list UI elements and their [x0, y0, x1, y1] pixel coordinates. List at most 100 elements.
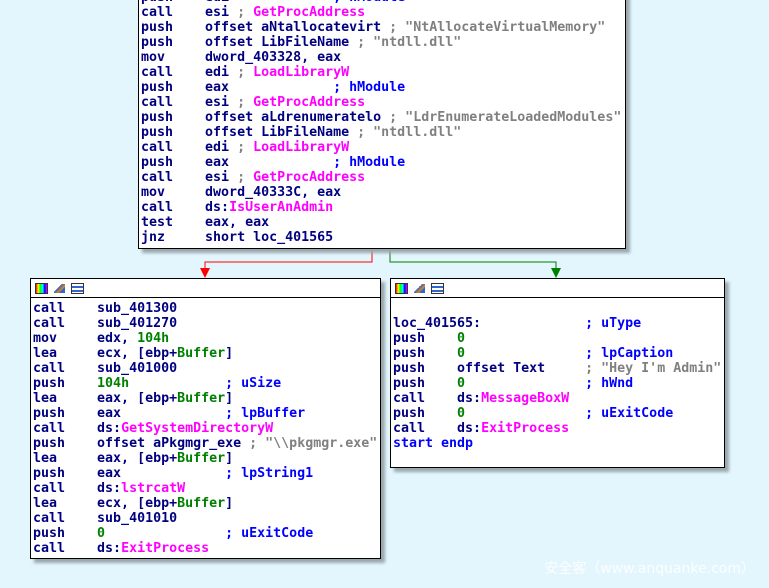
asm-token-ins: call ds:: [393, 391, 482, 406]
asm-line[interactable]: call ds:lstrcatW: [33, 481, 380, 496]
asm-line[interactable]: call sub_401300: [33, 301, 380, 316]
asm-line[interactable]: push eax ; lpBuffer: [33, 406, 380, 421]
asm-line[interactable]: push offset aNtallocatevirt ; "NtAllocat…: [141, 20, 625, 35]
asm-line[interactable]: call edi ; LoadLibraryW: [141, 65, 625, 80]
asm-token-ins: call ds:: [141, 200, 230, 215]
asm-token-ins: call esi: [141, 95, 238, 110]
asm-token-num: 0: [97, 526, 106, 541]
asm-line[interactable]: push 0 ; hWnd: [393, 376, 724, 391]
asm-token-cmt: ; uType: [481, 316, 642, 331]
asm-line[interactable]: call sub_401270: [33, 316, 380, 331]
asm-line[interactable]: lea ecx, [ebp+Buffer]: [33, 346, 380, 361]
group-nodes-icon[interactable]: [431, 282, 444, 294]
asm-token-ins: test eax, eax: [141, 215, 270, 230]
color-palette-icon[interactable]: [395, 282, 408, 294]
asm-line[interactable]: call ds:MessageBoxW: [393, 391, 724, 406]
asm-token-ins: push eax: [33, 466, 122, 481]
asm-line[interactable]: push eax ; hModule: [141, 155, 625, 170]
asm-token-cmt: ; hModule: [229, 155, 406, 170]
color-palette-icon[interactable]: [35, 282, 48, 294]
asm-line[interactable]: push eax ; lpString1: [33, 466, 380, 481]
asm-line[interactable]: test eax, eax: [141, 215, 625, 230]
asm-token-cmt: ; uExitCode: [105, 526, 314, 541]
asm-token-ins: ]: [225, 451, 234, 466]
asm-token-str: ; "ntdll.dll": [357, 35, 462, 50]
asm-line[interactable]: mov dword_40333C, eax: [141, 185, 625, 200]
asm-token-imp: ExitProcess: [121, 541, 210, 556]
asm-line[interactable]: call edi ; LoadLibraryW: [141, 140, 625, 155]
rename-pencil-icon[interactable]: [414, 283, 425, 293]
asm-line[interactable]: push offset aPkgmgr_exe ; "\\pkgmgr.exe": [33, 436, 380, 451]
asm-line[interactable]: lea ecx, [ebp+Buffer]: [33, 496, 380, 511]
asm-line[interactable]: push 0 ; lpCaption: [393, 346, 724, 361]
asm-token-ins: push offset aNtallocatevirt: [141, 20, 390, 35]
asm-line[interactable]: call esi ; GetProcAddress: [141, 5, 625, 20]
asm-token-str: ; "Hey I'm Admin": [585, 361, 722, 376]
asm-token-ins: loc_401565:: [393, 316, 482, 331]
asm-line[interactable]: push 0 ; uExitCode: [33, 526, 380, 541]
asm-token-str: ; "NtAllocateVirtualMemory": [389, 20, 606, 35]
asm-line[interactable]: call ds:ExitProcess: [393, 421, 724, 436]
group-nodes-icon[interactable]: [71, 282, 84, 294]
asm-token-str: ;: [237, 95, 254, 110]
asm-token-cmt: ; lpBuffer: [121, 406, 306, 421]
asm-token-ins: jnz short loc_401565: [141, 230, 334, 245]
asm-line[interactable]: call esi ; GetProcAddress: [141, 95, 625, 110]
asm-line[interactable]: lea eax, [ebp+Buffer]: [33, 391, 380, 406]
asm-line[interactable]: call esi ; GetProcAddress: [141, 170, 625, 185]
asm-line[interactable]: call sub_401000: [33, 361, 380, 376]
asm-token-cmt: ; uSize: [129, 376, 282, 391]
asm-line[interactable]: push eax ; hModule: [141, 80, 625, 95]
asm-token-imp: GetProcAddress: [253, 170, 366, 185]
asm-token-num: Buffer: [177, 496, 226, 511]
asm-line[interactable]: start endp: [393, 436, 724, 451]
asm-line[interactable]: push offset LibFileName ; "ntdll.dll": [141, 125, 625, 140]
asm-token-ins: lea eax, [ebp+: [33, 391, 178, 406]
asm-line[interactable]: push 0: [393, 331, 724, 346]
asm-line[interactable]: mov dword_403328, eax: [141, 50, 625, 65]
asm-token-ins: call esi: [141, 170, 238, 185]
asm-token-ins: call esi: [141, 5, 238, 20]
asm-token-num: 0: [457, 346, 466, 361]
asm-line[interactable]: loc_401565: ; uType: [393, 316, 724, 331]
asm-token-ins: call ds:: [33, 541, 122, 556]
asm-line[interactable]: push offset Text ; "Hey I'm Admin": [393, 361, 724, 376]
asm-token-ins: mov edx,: [33, 331, 138, 346]
asm-line[interactable]: push 104h ; uSize: [33, 376, 380, 391]
asm-token-str: ;: [237, 170, 254, 185]
block-header: [31, 279, 380, 298]
asm-token-num: Buffer: [177, 391, 226, 406]
asm-line[interactable]: call ds:GetSystemDirectoryW: [33, 421, 380, 436]
asm-line[interactable]: jnz short loc_401565: [141, 230, 625, 245]
asm-token-num: 104h: [137, 331, 170, 346]
asm-line[interactable]: call ds:ExitProcess: [33, 541, 380, 556]
asm-token-ins: push offset LibFileName: [141, 35, 358, 50]
asm-token-ins: call sub_401270: [33, 316, 178, 331]
asm-token-ins: call edi: [141, 140, 238, 155]
asm-token-ins: call sub_401300: [33, 301, 178, 316]
asm-token-ins: push: [393, 346, 458, 361]
asm-line[interactable]: call sub_401010: [33, 511, 380, 526]
asm-line[interactable]: push offset LibFileName ; "ntdll.dll": [141, 35, 625, 50]
asm-line[interactable]: push edi ; hModule: [141, 0, 625, 5]
asm-line[interactable]: mov edx, 104h: [33, 331, 380, 346]
asm-token-ins: ]: [225, 346, 234, 361]
asm-token-ins: call ds:: [33, 421, 122, 436]
asm-token-ins: push offset Text: [393, 361, 586, 376]
asm-token-imp: lstrcatW: [121, 481, 186, 496]
asm-token-ins: push: [33, 526, 98, 541]
asm-token-str: ;: [237, 140, 254, 155]
asm-line[interactable]: call ds:IsUserAnAdmin: [141, 200, 625, 215]
asm-line[interactable]: [393, 301, 724, 316]
asm-line[interactable]: push 0 ; uExitCode: [393, 406, 724, 421]
asm-token-ins: push: [33, 376, 98, 391]
asm-token-imp: IsUserAnAdmin: [229, 200, 334, 215]
asm-line[interactable]: push offset aLdrenumeratelo ; "LdrEnumer…: [141, 110, 625, 125]
asm-line[interactable]: lea eax, [ebp+Buffer]: [33, 451, 380, 466]
rename-pencil-icon[interactable]: [54, 283, 65, 293]
